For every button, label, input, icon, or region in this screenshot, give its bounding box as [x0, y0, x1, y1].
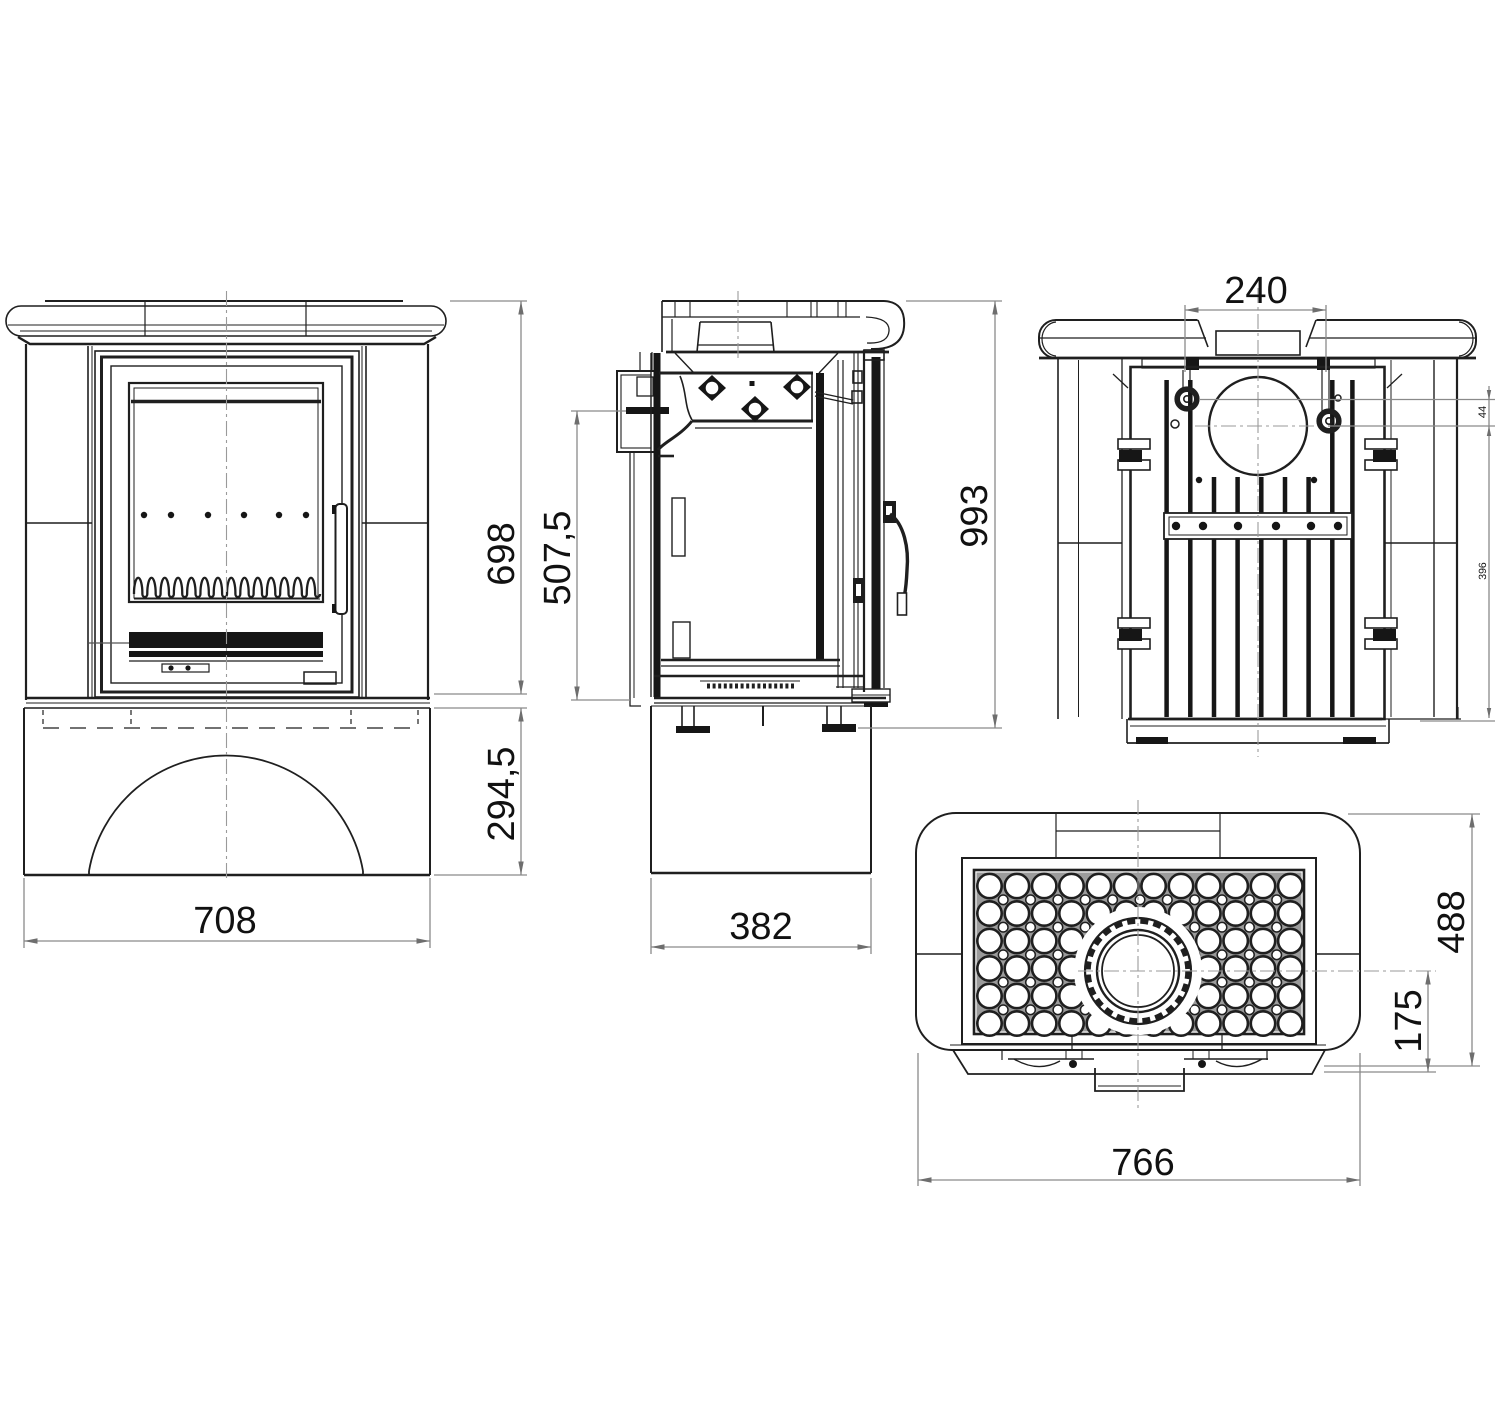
svg-text:766: 766: [1111, 1142, 1174, 1184]
svg-text:708: 708: [193, 900, 256, 942]
svg-text:240: 240: [1224, 270, 1287, 312]
svg-text:294,5: 294,5: [481, 746, 523, 841]
svg-text:507,5: 507,5: [537, 510, 579, 605]
svg-text:175: 175: [1388, 989, 1430, 1052]
svg-text:44: 44: [1477, 406, 1489, 418]
svg-text:698: 698: [481, 522, 523, 585]
svg-text:488: 488: [1431, 890, 1473, 953]
svg-text:382: 382: [729, 906, 792, 948]
svg-text:993: 993: [954, 484, 996, 547]
svg-text:396: 396: [1477, 562, 1489, 580]
